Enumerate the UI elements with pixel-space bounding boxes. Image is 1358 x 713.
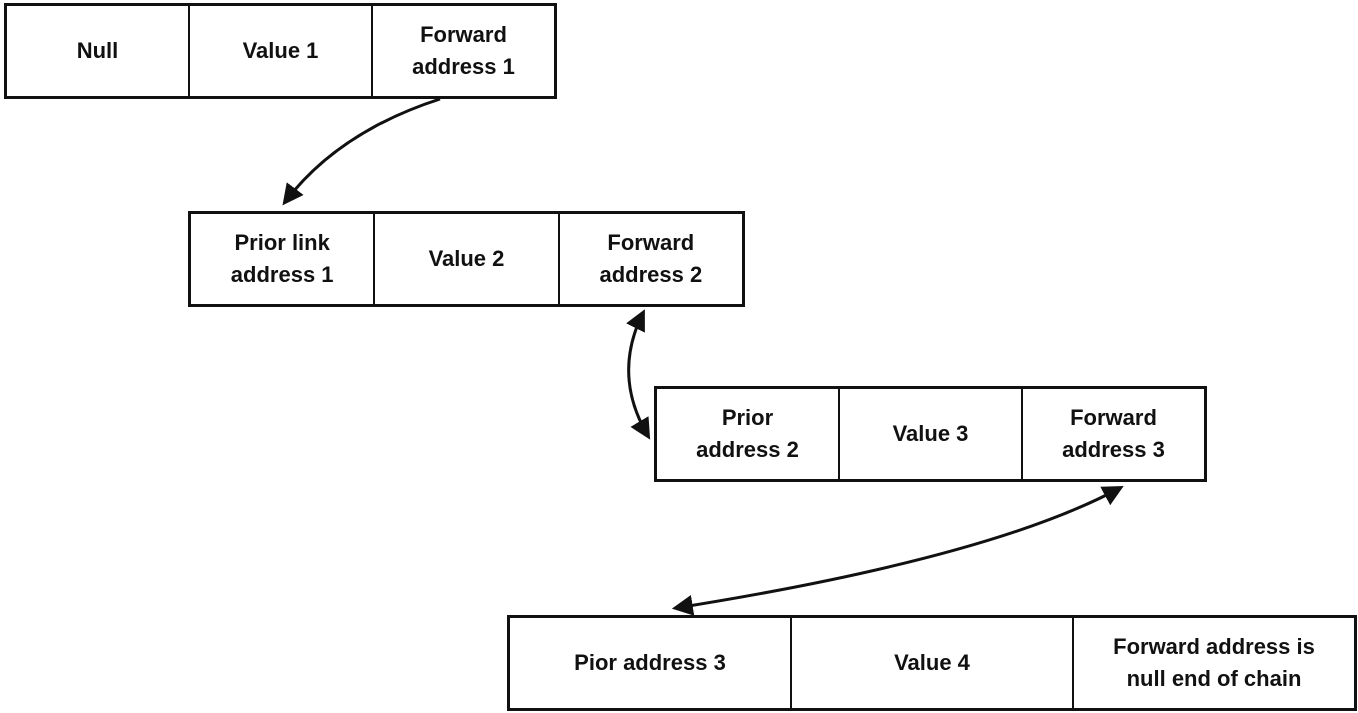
prior-link-address-1-cell: Prior link address 1: [191, 214, 376, 304]
list-node-2: Prior link address 1 Value 2 Forward add…: [188, 211, 745, 307]
value-2-cell: Value 2: [375, 214, 560, 304]
value-4-cell: Value 4: [792, 618, 1074, 708]
list-node-1: Null Value 1 Forward address 1: [4, 3, 557, 99]
prior-address-2-cell: Prior address 2: [657, 389, 840, 479]
value-3-cell: Value 3: [840, 389, 1023, 479]
link-arrow-3-to-4: [671, 486, 1124, 616]
list-node-3: Prior address 2 Value 3 Forward address …: [654, 386, 1207, 482]
list-node-4: Pior address 3 Value 4 Forward address i…: [507, 615, 1357, 711]
forward-address-2-cell: Forward address 2: [599, 230, 703, 287]
forward-address-3-cell: Forward address 3: [1062, 405, 1165, 462]
link-arrow-2-to-3: [626, 309, 651, 440]
value-1-cell: Value 1: [190, 6, 373, 96]
forward-address-null-cell: Forward address is null end of chain: [1113, 634, 1315, 691]
null-cell: Null: [7, 6, 190, 96]
prior-address-3-cell: Pior address 3: [510, 618, 792, 708]
link-arrow-1-to-2: [282, 97, 441, 206]
forward-address-1-cell: Forward address 1: [412, 22, 515, 79]
